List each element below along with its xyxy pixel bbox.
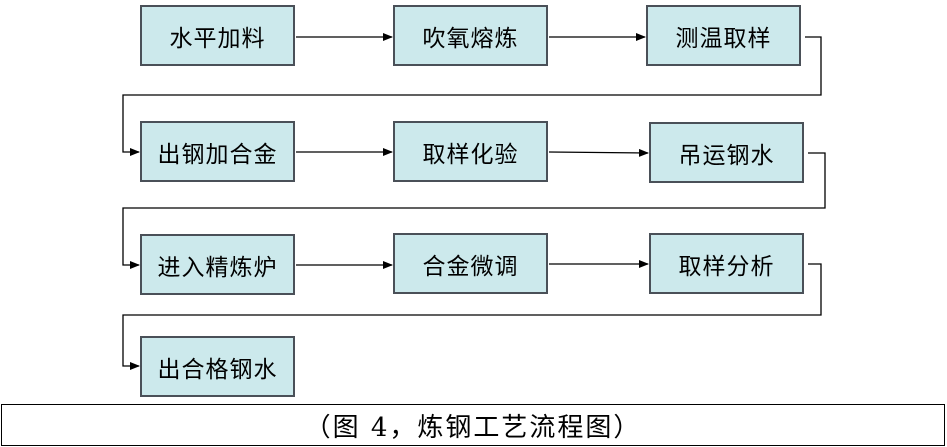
- step-ladle-transport: 吊运钢水: [649, 122, 804, 183]
- step-tapping-alloy-addition: 出钢加合金: [140, 121, 295, 182]
- arrow-s9-s10: [122, 263, 822, 370]
- arrow-s3-s4: [122, 36, 822, 156]
- step-temperature-sampling: 测温取样: [646, 5, 801, 66]
- step-water-level-charging: 水平加料: [140, 5, 295, 66]
- step-sampling-assay: 取样化验: [393, 121, 548, 182]
- step-alloy-fine-tuning: 合金微调: [393, 233, 548, 294]
- step-qualified-molten-steel: 出合格钢水: [140, 336, 295, 397]
- arrow-s6-s7: [122, 152, 826, 269]
- figure-caption: （图 4，炼钢工艺流程图）: [1, 404, 945, 446]
- step-oxygen-blowing-smelting: 吹氧熔炼: [393, 5, 548, 66]
- step-sampling-analysis: 取样分析: [649, 233, 804, 294]
- step-enter-refining-furnace: 进入精炼炉: [140, 234, 295, 295]
- arrow-s5-s6: [548, 148, 649, 157]
